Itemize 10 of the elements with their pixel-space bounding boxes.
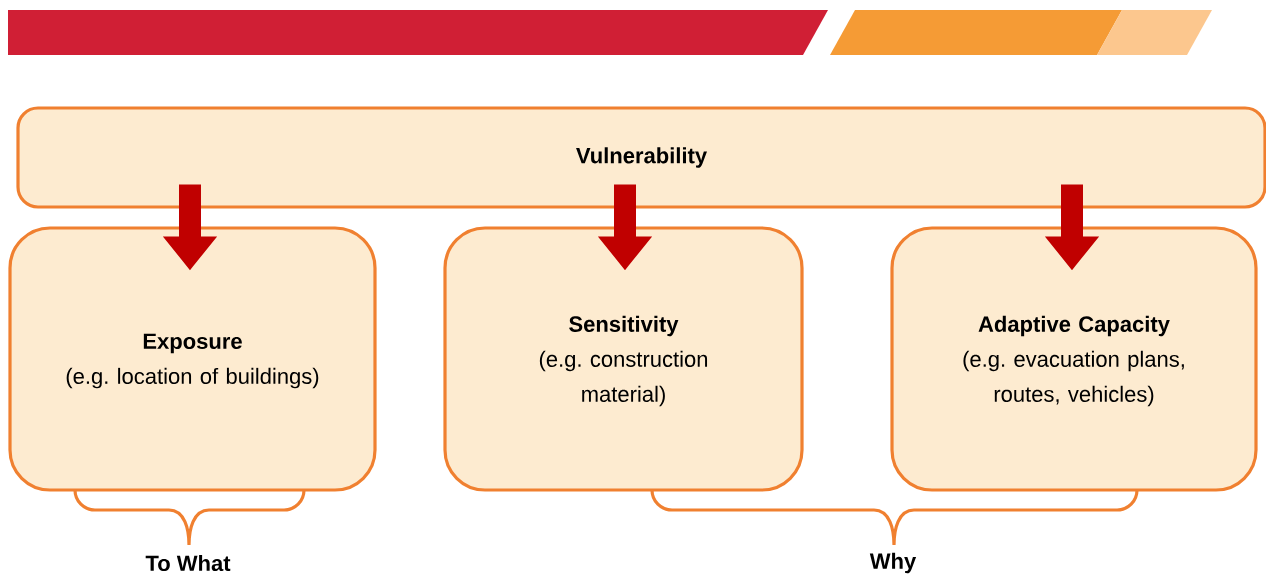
rounded-box [8,226,377,492]
band-box [16,106,1266,209]
box-text: Exposure (e.g. location of buildings) [66,333,319,389]
box-text: Sensitivity (e.g. construction material) [539,315,707,407]
rounded-box [443,226,804,492]
box-text: Adaptive Capacity (e.g. evacuation plans, routes, vehicles) [963,315,1184,407]
rounded-box [890,226,1258,492]
bracket-label: Why [869,552,917,574]
bracket-label: To What [145,554,231,572]
box-text: Vulnerability [576,147,707,168]
